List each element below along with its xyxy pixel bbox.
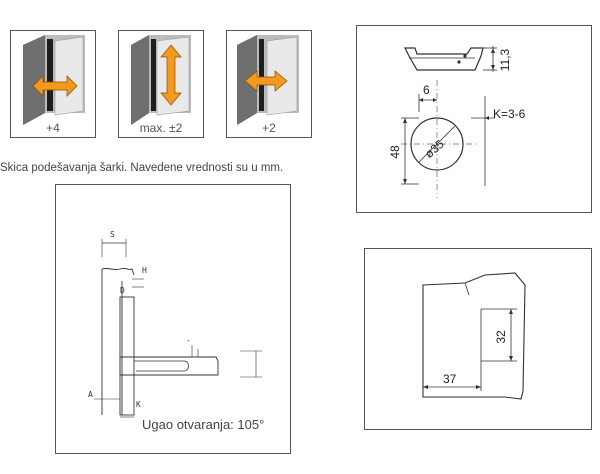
dim-height: 11,3 [498, 48, 512, 71]
adjust-depth-label: +4 [46, 121, 60, 135]
cup-drawing-box: 11,3 6 K=3-6 ø35 48 [356, 25, 592, 213]
dim-diameter: ø35 [422, 137, 447, 161]
adjust-side-box: +2 [226, 30, 312, 138]
plate-dim-vertical: 32 [494, 330, 508, 344]
cup-drawing: 11,3 6 K=3-6 ø35 48 [388, 46, 526, 198]
label-a: A [88, 390, 93, 399]
tick-mark-1: - [186, 336, 191, 345]
opening-angle-text: Ugao otvaranja: 105° [142, 417, 265, 432]
adjust-height-label: max. ±2 [139, 121, 183, 135]
label-h: H [142, 266, 147, 275]
adjust-depth-box: +4 [10, 30, 96, 138]
dim-offset: 6 [423, 83, 430, 97]
adjust-side-label: +2 [262, 121, 276, 135]
dim-k: K=3-6 [493, 107, 526, 121]
section-drawing: S H D - A K [88, 230, 262, 418]
side-adjust-icon [237, 35, 299, 125]
height-adjust-icon [131, 35, 191, 125]
dim-vertical: 48 [388, 145, 402, 159]
depth-adjust-icon [23, 35, 85, 125]
label-s: S [110, 230, 115, 239]
section-drawing-box: S H D - A K Ugao otvaranja: 105° [55, 184, 291, 454]
plate-drawing: 32 37 [422, 272, 526, 400]
caption-text: Skica podešavanja šarki. Navedene vredno… [0, 162, 284, 174]
label-d: D [120, 286, 125, 295]
adjust-height-box: max. ±2 [118, 30, 204, 138]
label-k: K [136, 400, 141, 409]
plate-dim-horizontal: 37 [443, 372, 457, 386]
plate-drawing-box: 32 37 [364, 248, 592, 430]
